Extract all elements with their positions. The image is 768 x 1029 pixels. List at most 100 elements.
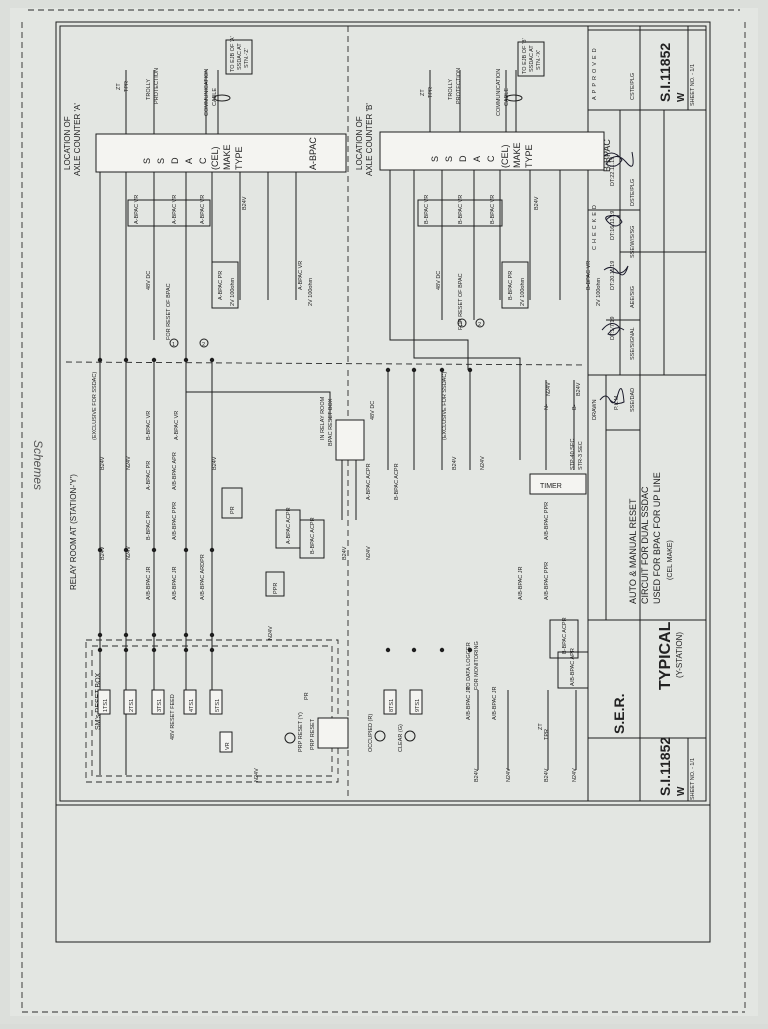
svg-text:A-BPAC VR: A-BPAC VR — [174, 411, 180, 440]
svg-text:PPR: PPR — [273, 583, 279, 594]
svg-text:TYPE: TYPE — [234, 146, 244, 170]
svg-text:FOR MONITORING: FOR MONITORING — [474, 641, 480, 690]
date-4: DT:22.11.19 — [610, 157, 616, 186]
svg-text:2V 100ohm: 2V 100ohm — [596, 277, 602, 306]
svg-text:COMMUNICATION: COMMUNICATION — [496, 69, 502, 116]
svg-text:48V DC: 48V DC — [436, 271, 442, 290]
svg-text:C: C — [486, 155, 496, 162]
junction-dot — [209, 357, 215, 363]
svg-text:FOR RESET OF BPAC: FOR RESET OF BPAC — [166, 283, 172, 340]
junction-dot — [151, 357, 157, 363]
signer-dste: DSTE/PLG — [630, 179, 636, 206]
svg-text:S: S — [444, 156, 454, 162]
timer-box — [529, 473, 587, 495]
svg-text:48V RESET FEED: 48V RESET FEED — [170, 694, 176, 740]
junction-dot — [151, 647, 157, 653]
relay-contacts: (EXCLUSIVE FOR SSDAC) B24V N24V B-BPAC V… — [92, 372, 325, 640]
svg-text:A/B-BPAC APR: A/B-BPAC APR — [570, 648, 576, 686]
svg-text:TO EJB OF 'A': TO EJB OF 'A' — [230, 36, 236, 72]
svg-text:3TS1: 3TS1 — [157, 699, 163, 712]
axle-counter-b: LOCATION OF AXLE COUNTER 'B' B-BPAC S S … — [355, 103, 612, 176]
junction-dot — [151, 632, 157, 638]
svg-text:A-BPAC ACPR: A-BPAC ACPR — [286, 507, 292, 544]
svg-text:2V 100ohm: 2V 100ohm — [230, 277, 236, 306]
bpac-a-label: A-BPAC — [308, 137, 318, 170]
signature-checked-2 — [603, 265, 629, 276]
svg-text:2: 2 — [202, 342, 205, 348]
svg-text:TPR: TPR — [428, 87, 434, 98]
svg-text:B-BPAC PR: B-BPAC PR — [146, 511, 152, 540]
sheet-no-label-right: SHEET NO. - 1/1 — [690, 64, 696, 106]
svg-text:B24V: B24V — [100, 546, 106, 560]
svg-text:A/B-BPAC JR: A/B-BPAC JR — [492, 686, 498, 720]
typical-label: TYPICAL — [657, 621, 674, 690]
svg-text:A-BPAC VR: A-BPAC VR — [172, 195, 178, 224]
junction-dot — [385, 647, 391, 653]
svg-text:1: 1 — [172, 342, 175, 348]
svg-text:2V 100ohm: 2V 100ohm — [520, 277, 526, 306]
station-label: (Y-STATION) — [675, 632, 684, 678]
svg-text:A/B-BPAC PPR: A/B-BPAC PPR — [172, 502, 178, 540]
sheet-no-label-left: SHEET NO. - 1/1 — [690, 758, 696, 800]
svg-text:A/B-BPAC APR: A/B-BPAC APR — [172, 452, 178, 490]
svg-text:PROTECTION: PROTECTION — [154, 68, 160, 104]
junction-dot — [123, 632, 129, 638]
junction-dot — [385, 367, 391, 373]
junction-dot — [209, 632, 215, 638]
svg-text:CLEAR (G): CLEAR (G) — [398, 724, 404, 752]
relay-room-label: RELAY ROOM AT (STATION-'Y') — [69, 474, 78, 590]
svg-text:S: S — [156, 158, 166, 164]
svg-text:N24V: N24V — [366, 546, 372, 560]
bpac-b-label: B-BPAC — [602, 139, 612, 172]
svg-text:STP-40 SEC: STP-40 SEC — [570, 438, 576, 470]
svg-text:B24V: B24V — [474, 768, 480, 782]
svg-text:B-BPAC VR: B-BPAC VR — [146, 411, 152, 440]
svg-text:9TS1: 9TS1 — [415, 699, 421, 712]
svg-text:2: 2 — [478, 322, 481, 328]
svg-text:TYPE: TYPE — [524, 144, 534, 168]
svg-text:ZT: ZT — [420, 89, 426, 96]
svg-text:AXLE COUNTER 'A': AXLE COUNTER 'A' — [73, 103, 82, 176]
svg-text:A/B-BPAC PPR: A/B-BPAC PPR — [544, 502, 550, 540]
junction-dot — [123, 357, 129, 363]
svg-text:A-BPAC PR: A-BPAC PR — [146, 461, 152, 490]
svg-text:B24V: B24V — [452, 456, 458, 470]
drawn-label: DRAWN — [592, 399, 598, 420]
svg-text:LOCATION OF: LOCATION OF — [63, 116, 72, 170]
svg-text:STN.-'Z': STN.-'Z' — [244, 48, 250, 68]
bpac-reset-box-relay: IN RELAY ROOM BPAC RESET BOX 48V DC A-BP… — [320, 396, 400, 560]
junction-dot — [439, 367, 445, 373]
svg-text:N24V: N24V — [126, 456, 132, 470]
svg-text:IN RELAY ROOM: IN RELAY ROOM — [320, 396, 326, 440]
junction-dot — [209, 647, 215, 653]
svg-text:(CEL): (CEL) — [500, 144, 510, 168]
notes-top-b: ZT TPR TROLLY PROTECTION COMMUNICATION C… — [420, 38, 545, 116]
svg-text:B-BPAC VR: B-BPAC VR — [490, 195, 496, 224]
svg-text:(CEL): (CEL) — [210, 146, 220, 170]
svg-text:A: A — [184, 158, 194, 164]
svg-text:A-BPAC VR: A-BPAC VR — [298, 261, 304, 290]
svg-text:B-: B- — [572, 404, 578, 410]
svg-text:PR: PR — [304, 692, 310, 700]
svg-text:PR: PR — [230, 506, 236, 514]
wires-b: B-BPAC VR B-BPAC VR B-BPAC VR FOR RESET … — [389, 70, 602, 370]
svg-text:FOR RESET OF BPAC: FOR RESET OF BPAC — [458, 273, 464, 330]
svg-text:A-BPAC VR: A-BPAC VR — [200, 195, 206, 224]
handwritten-label: Schemes — [31, 440, 45, 490]
svg-text:TROLLY: TROLLY — [448, 79, 454, 100]
svg-text:TPR: TPR — [544, 729, 550, 740]
junction-dots — [97, 357, 473, 653]
svg-text:N24V: N24V — [126, 546, 132, 560]
junction-dot — [183, 357, 189, 363]
date-2: DT:20.11.19 — [610, 261, 616, 290]
svg-text:B24V: B24V — [242, 196, 248, 210]
svg-text:A/B-BPAC PPR: A/B-BPAC PPR — [544, 562, 550, 600]
svg-text:PROTECTION: PROTECTION — [456, 68, 462, 104]
svg-text:D: D — [170, 157, 180, 164]
relay-room-b: (EXCLUSIVE FOR SSDAC) B24V N24V N- B- N2… — [442, 372, 589, 690]
svg-text:B-BPAC ACPR: B-BPAC ACPR — [562, 617, 568, 654]
axle-counter-a: LOCATION OF AXLE COUNTER 'A' A-BPAC S S … — [63, 103, 347, 176]
title-block: SHEET NO. - 1/1 SHEET NO. - 1/1 S.I.1185… — [587, 26, 707, 802]
